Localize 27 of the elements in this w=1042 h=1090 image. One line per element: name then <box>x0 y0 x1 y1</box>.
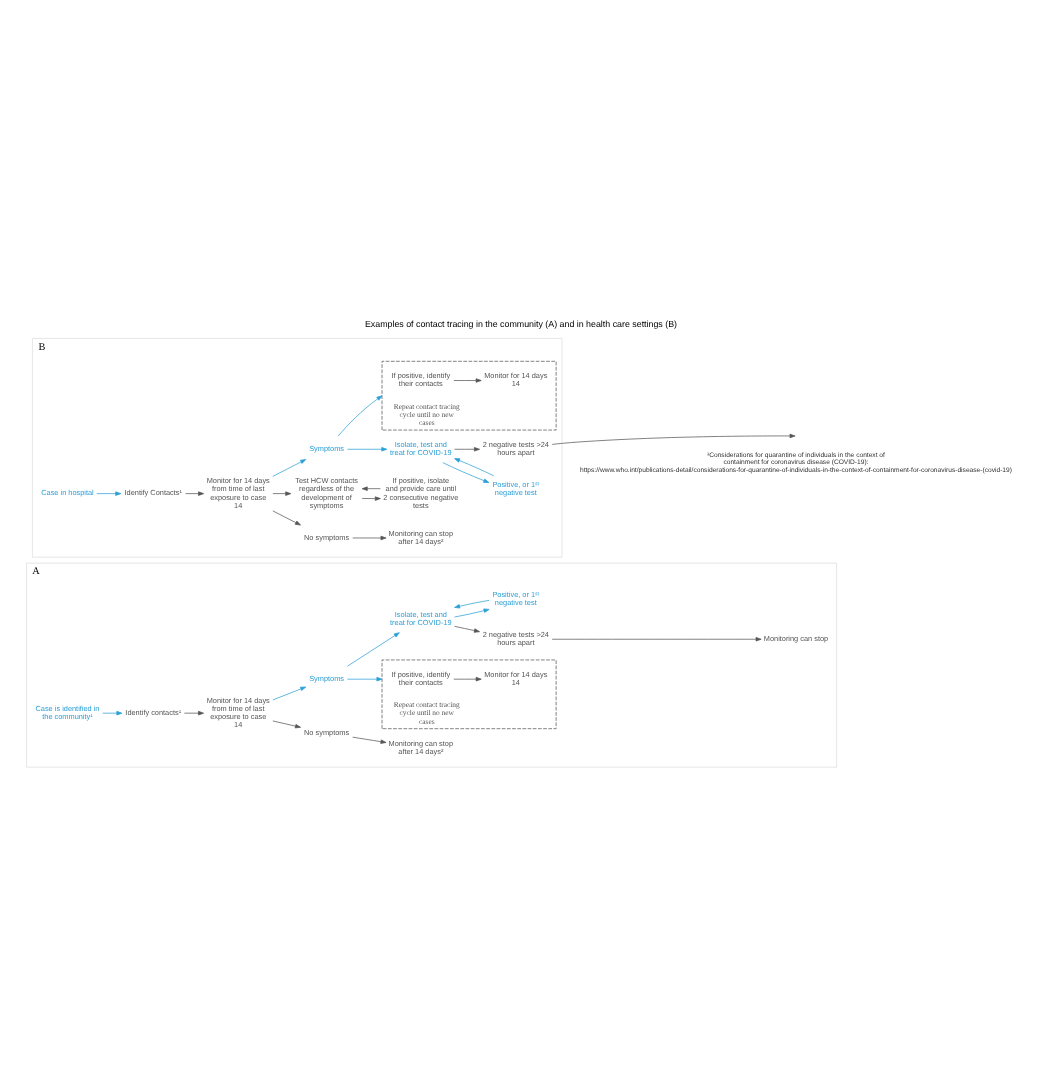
arrow <box>551 637 762 642</box>
arrow <box>454 458 495 477</box>
arrow <box>272 459 307 477</box>
arrow <box>361 486 381 491</box>
arrow <box>454 608 490 618</box>
arrow <box>453 378 482 383</box>
arrow <box>352 535 387 541</box>
arrow <box>454 447 480 452</box>
arrow <box>102 711 123 716</box>
arrow <box>337 395 383 437</box>
arrow <box>96 491 122 496</box>
arrow <box>442 462 490 483</box>
arrow <box>272 491 292 496</box>
arrow <box>185 491 205 496</box>
arrow <box>272 510 301 526</box>
arrow <box>352 736 387 744</box>
arrow <box>272 720 301 729</box>
arrow <box>454 599 490 609</box>
arrow <box>184 711 204 716</box>
arrow <box>454 625 480 633</box>
arrow <box>361 496 381 501</box>
arrow <box>347 632 400 667</box>
arrow <box>551 433 796 445</box>
arrow <box>453 677 482 682</box>
arrow <box>347 677 383 682</box>
arrow <box>272 686 307 701</box>
arrow <box>347 447 388 452</box>
